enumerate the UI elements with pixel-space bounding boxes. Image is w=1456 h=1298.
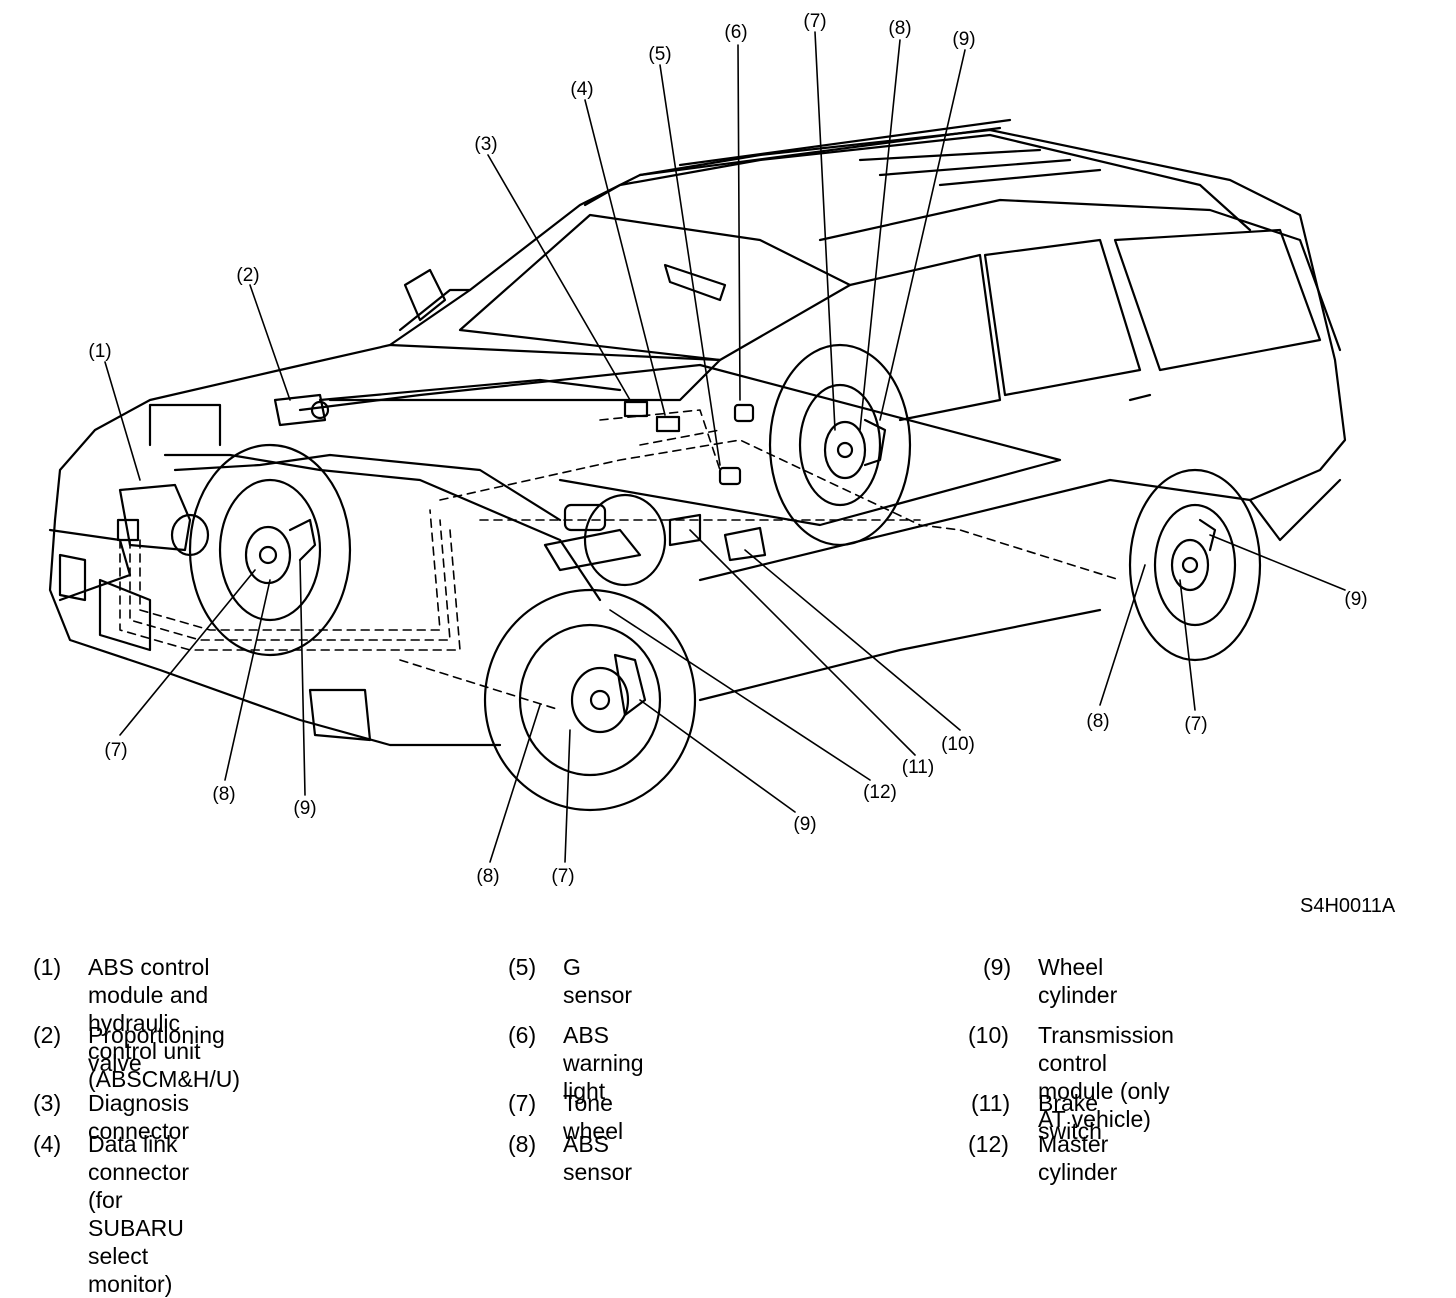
abs-system-diagram: (1) (2) (3) (4) (5) (6) (7) (8) (9) (7) … — [48, 11, 1368, 887]
callout-9-front-right: (9) — [793, 814, 816, 835]
brake-lines — [148, 363, 1062, 602]
callout-12: (12) — [863, 782, 897, 803]
callout-9-front-left: (9) — [293, 798, 316, 819]
legend-text: Proportioning valve — [88, 1022, 225, 1076]
abs-hydraulic-unit — [116, 483, 210, 557]
proportioning-valve — [273, 393, 330, 427]
leader-lines — [104, 31, 1346, 863]
legend-num: (6) — [508, 1022, 537, 1048]
master-cylinder — [543, 493, 667, 587]
legend-text: Wheel cylinder — [1038, 954, 1118, 1008]
front-right-wheel — [483, 588, 697, 812]
legend-text: ABS sensor — [563, 1131, 633, 1185]
callout-9-rear-left: (9) — [952, 29, 975, 50]
legend-num: (10) — [968, 1022, 1009, 1048]
legend-num: (5) — [508, 954, 537, 980]
legend-text: ABS control module and hydraulic control… — [88, 954, 241, 1092]
legend-text: ABS warning light — [563, 1022, 644, 1104]
legend-text: Master cylinder — [1038, 1131, 1118, 1185]
rear-left-wheel — [768, 343, 912, 547]
callout-1: (1) — [88, 341, 111, 362]
rear-right-wheel — [1128, 468, 1262, 662]
callout-8-front-left: (8) — [212, 784, 235, 805]
legend-num: (12) — [968, 1131, 1009, 1157]
callout-3: (3) — [474, 134, 497, 155]
legend-num: (1) — [33, 954, 62, 980]
legend-num: (7) — [508, 1090, 537, 1116]
tcm-box — [723, 526, 767, 562]
diagnosis-connector — [623, 400, 649, 418]
legend-text: Tone wheel — [563, 1090, 624, 1144]
callout-8-rear-right: (8) — [1086, 711, 1109, 732]
data-link-connector — [655, 415, 681, 433]
callout-5: (5) — [648, 44, 671, 65]
callout-2: (2) — [236, 265, 259, 286]
callout-4: (4) — [570, 79, 593, 100]
front-left-wheel — [188, 443, 352, 657]
callout-7-front-right: (7) — [551, 866, 574, 887]
legend-text: G sensor — [563, 954, 633, 1008]
callout-9-rear-right: (9) — [1344, 589, 1367, 610]
abs-warning-light — [733, 403, 755, 423]
wiring-harness — [119, 409, 1121, 711]
callout-11: (11) — [902, 757, 934, 778]
g-sensor — [718, 466, 742, 486]
legend-num: (9) — [983, 954, 1012, 980]
callout-7-rear-right: (7) — [1184, 714, 1207, 735]
legend-text: Diagnosis connector — [88, 1090, 190, 1144]
legend-num: (11) — [971, 1090, 1011, 1116]
callout-8-front-right: (8) — [476, 866, 499, 887]
legend-num: (3) — [33, 1090, 62, 1116]
callout-10: (10) — [941, 734, 975, 755]
legend-text: Brake switch — [1038, 1090, 1102, 1144]
legend-text: Transmission control module (only AT veh… — [1038, 1022, 1174, 1132]
figure-id: S4H0011A — [1300, 895, 1396, 917]
legend-num: (2) — [33, 1022, 62, 1048]
callout-8-rear-left: (8) — [888, 18, 911, 39]
callout-6: (6) — [724, 22, 747, 43]
legend-num: (8) — [508, 1131, 537, 1157]
callout-7-rear-left: (7) — [803, 11, 826, 32]
callout-labels: (1) (2) (3) (4) (5) (6) (7) (8) (9) (7) … — [88, 11, 1367, 887]
legend-text: Data link connector (for SUBARU select m… — [88, 1131, 190, 1297]
callout-7-front-left: (7) — [104, 740, 127, 761]
legend-num: (4) — [33, 1131, 62, 1157]
car-body-outline — [48, 118, 1347, 747]
